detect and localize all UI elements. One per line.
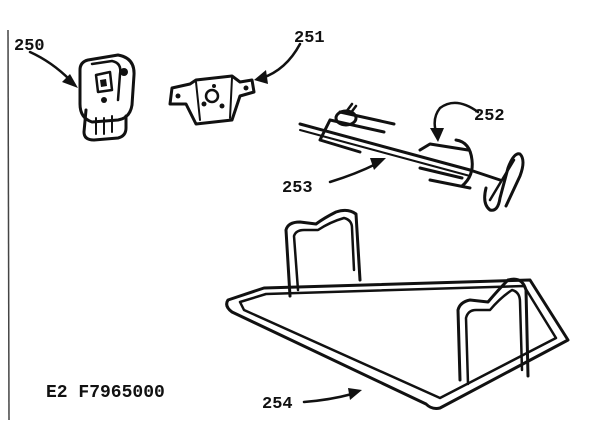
part-251-bracket: [168, 74, 256, 126]
part-253-spit-rod: [298, 102, 525, 212]
part-label-254: 254: [262, 395, 293, 414]
leader-252: [430, 101, 480, 142]
part-254-rack: [225, 208, 570, 410]
part-label-250: 250: [14, 37, 45, 56]
part-label-251: 251: [294, 29, 325, 48]
leader-250: [28, 50, 78, 88]
leader-253: [328, 158, 386, 184]
part-250-motor: [78, 53, 136, 142]
part-label-253: 253: [282, 179, 313, 198]
part-label-252: 252: [474, 107, 505, 126]
leader-251: [254, 42, 302, 84]
scan-edge-line: [7, 29, 10, 421]
document-code: E2 F7965000: [46, 383, 165, 403]
leader-254: [302, 388, 362, 404]
